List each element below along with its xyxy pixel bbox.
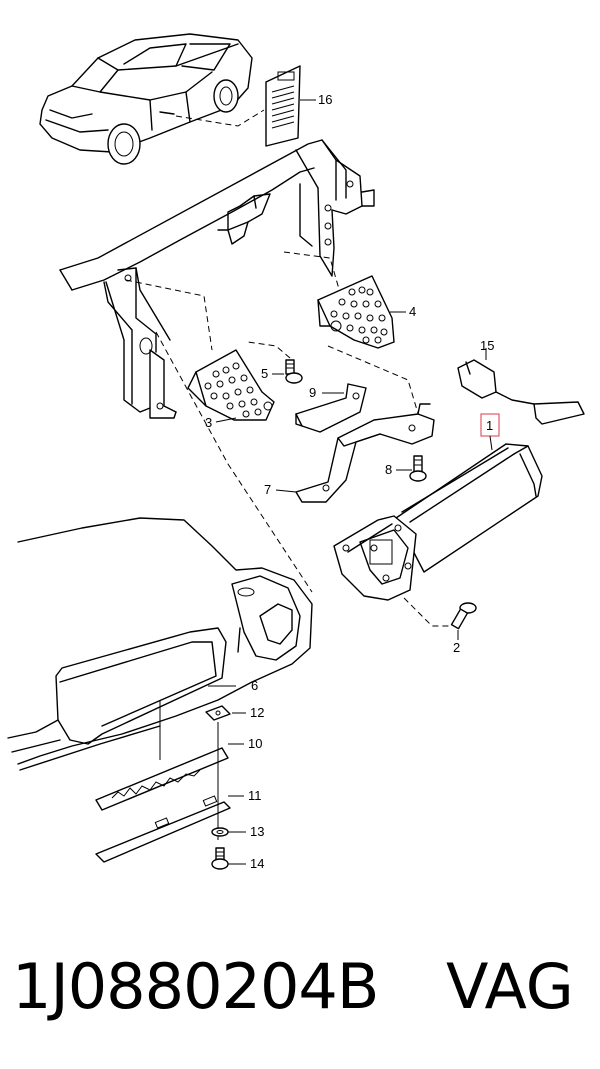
- bracket-9: [295, 383, 367, 433]
- callout-14: 14: [250, 856, 264, 871]
- parts-diagram: 1 2 3 4 5 6 7 8 9 10 11 12 13 14 15 16: [7, 33, 585, 871]
- bolt-2: [450, 602, 477, 630]
- callout-3: 3: [205, 415, 212, 430]
- callout-12: 12: [250, 705, 264, 720]
- foam-strip-11: [95, 795, 231, 863]
- foam-strip-10: [95, 747, 229, 811]
- airbag-label-card: [265, 65, 301, 147]
- callout-5: 5: [261, 366, 268, 381]
- bracket-4: [317, 275, 395, 349]
- callout-2: 2: [453, 640, 460, 655]
- callout-6: 6: [251, 678, 258, 693]
- washer-13: [211, 827, 229, 837]
- callout-9: 9: [309, 385, 316, 400]
- callout-15: 15: [480, 338, 494, 353]
- callout-4: 4: [409, 304, 416, 319]
- bracket-7: [295, 403, 435, 503]
- dashboard-panel: [7, 517, 313, 771]
- bracket-3: [187, 349, 275, 421]
- callout-16: 16: [318, 92, 332, 107]
- callout-1: 1: [486, 418, 493, 433]
- callout-11: 11: [248, 788, 262, 803]
- callout-7: 7: [264, 482, 271, 497]
- airbag-module: [333, 443, 543, 601]
- bolt-8: [409, 455, 427, 482]
- nut-12: [205, 705, 231, 721]
- car-illustration: [39, 33, 253, 165]
- cross-member: [59, 139, 375, 419]
- screw-14: [211, 847, 229, 870]
- brand-label: VAG: [446, 950, 574, 1023]
- callout-13: 13: [250, 824, 264, 839]
- bolt-5: [285, 359, 303, 384]
- part-number: 1J0880204B: [12, 950, 379, 1023]
- callout-10: 10: [248, 736, 262, 751]
- callout-8: 8: [385, 462, 392, 477]
- connector-15: [457, 359, 585, 425]
